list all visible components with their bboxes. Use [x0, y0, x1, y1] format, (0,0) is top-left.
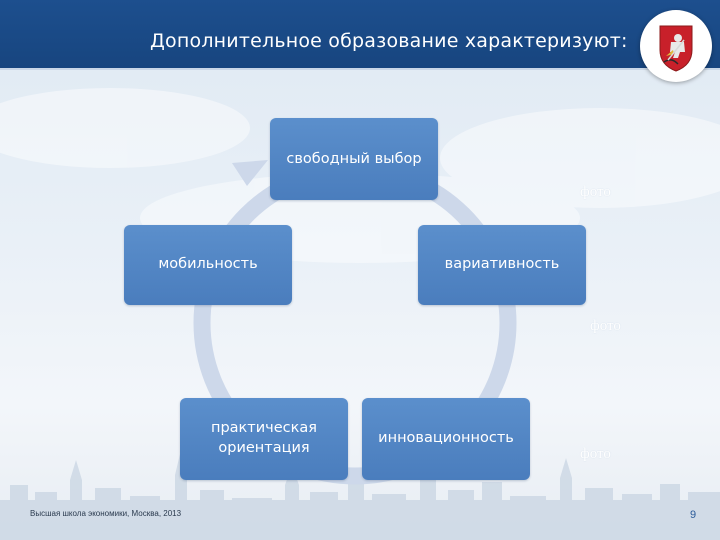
footer-organization: Высшая школа экономики, Москва, 2013 [30, 509, 182, 518]
node-variability: вариативность [418, 225, 586, 305]
node-mobility: мобильность [124, 225, 292, 305]
node-innovation-label: инновационность [378, 430, 514, 447]
node-free-choice-label: свободный выбор [286, 151, 422, 167]
node-practical-orientation-line-1: практическая [210, 420, 318, 437]
node-variability-label: вариативность [444, 256, 560, 273]
page-number: 9 [690, 509, 697, 521]
photo-placeholder-2: фото [590, 318, 621, 334]
city-skyline-background [0, 442, 720, 540]
photo-placeholder-1: фото [580, 184, 611, 200]
moscow-coat-of-arms-icon [640, 10, 712, 82]
node-practical-orientation: практическая ориентация [180, 398, 348, 480]
header-bar: Дополнительное образование характеризуют… [0, 0, 720, 70]
slide-title: Дополнительное образование характеризуют… [150, 30, 628, 52]
node-practical-orientation-line-2: ориентация [218, 440, 310, 456]
photo-placeholder-3: фото [580, 446, 611, 462]
cycle-arrowhead [232, 160, 268, 186]
node-mobility-label: мобильность [158, 256, 258, 273]
node-innovation: инновационность [362, 398, 530, 480]
node-free-choice: свободный выбор [270, 118, 438, 200]
